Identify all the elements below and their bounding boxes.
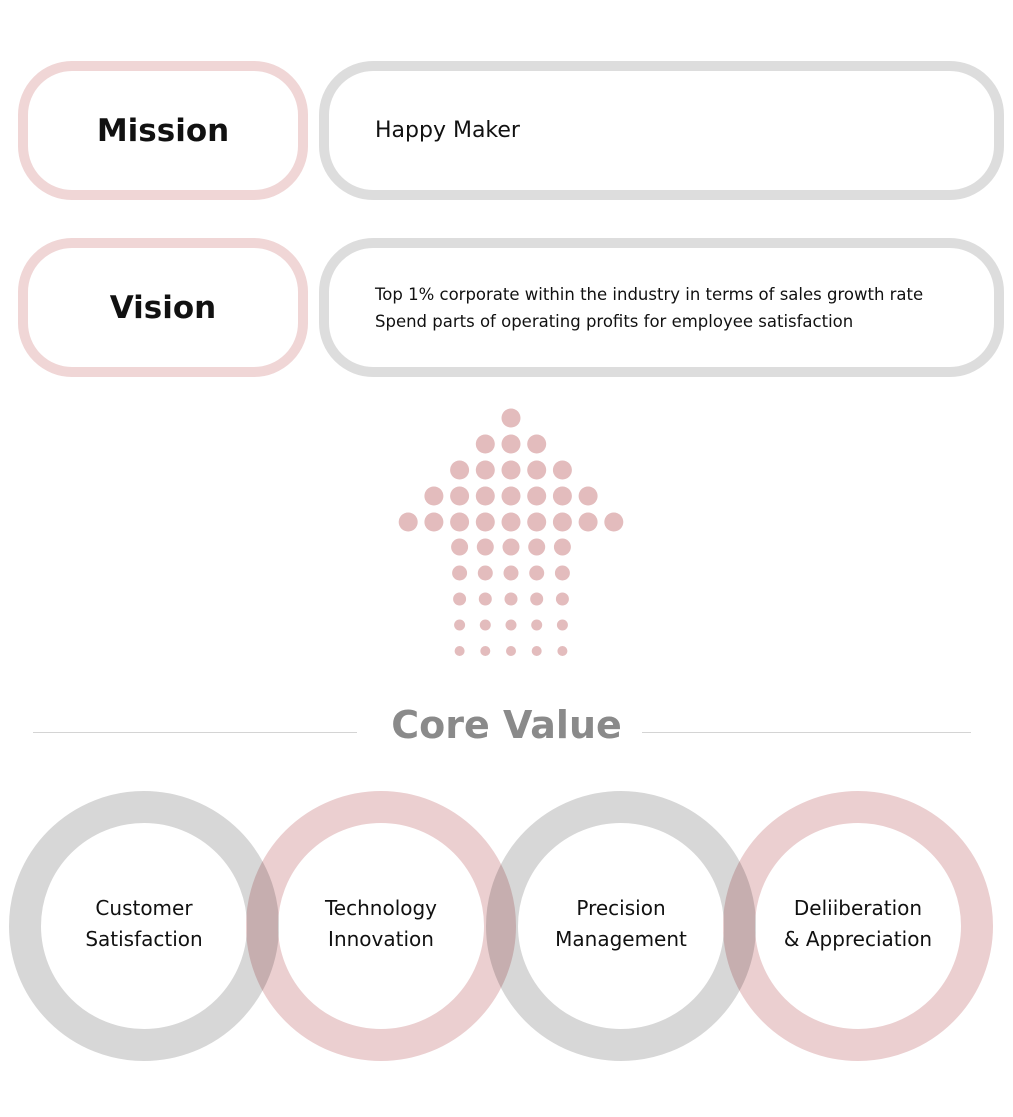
arrow-dot (529, 565, 545, 581)
core-value-item-4-line2: & Appreciation (783, 927, 933, 951)
arrow-dot (604, 512, 624, 532)
arrow-dot (506, 646, 516, 656)
arrow-dot (527, 512, 547, 532)
core-value-item-2-line1: Technology (324, 896, 438, 920)
arrow-dot (475, 512, 495, 532)
vision-line-1: Top 1% corporate within the industry in … (375, 284, 924, 304)
arrow-dot (501, 486, 521, 506)
arrow-dot (475, 460, 495, 480)
arrow-dot (554, 565, 570, 581)
arrow-dot (528, 538, 546, 556)
vision-label: Vision (109, 289, 217, 326)
core-value-item-3: Precision Management (511, 893, 731, 955)
vision-label-box: Vision (18, 238, 308, 377)
arrow-dot (578, 486, 598, 506)
arrow-dot (424, 486, 444, 506)
arrow-dot (503, 565, 519, 581)
arrow-dot (475, 486, 495, 506)
arrow-dot (454, 619, 466, 631)
upward-dot-arrow-icon (398, 408, 624, 656)
arrow-dot (451, 538, 469, 556)
arrow-dot (527, 486, 547, 506)
arrow-dot (454, 646, 465, 656)
arrow-dot (531, 619, 543, 631)
arrow-dot (502, 538, 520, 556)
arrow-dot (557, 646, 568, 656)
core-value-item-2: Technology Innovation (271, 893, 491, 955)
arrow-dot (424, 512, 444, 532)
arrow-dot (398, 512, 418, 532)
arrow-dot (505, 619, 517, 631)
arrow-dot (553, 538, 571, 556)
arrow-dot (452, 565, 468, 581)
arrow-dot (501, 460, 521, 480)
arrow-dot (555, 592, 569, 606)
arrow-dot (480, 646, 491, 656)
arrow-dot (478, 592, 492, 606)
arrow-dot (501, 434, 521, 454)
core-value-item-2-line2: Innovation (328, 927, 434, 951)
arrow-dot (479, 619, 491, 631)
arrow-dot (476, 538, 494, 556)
core-value-item-1-line2: Satisfaction (85, 927, 203, 951)
arrow-dot (475, 434, 495, 454)
core-value-ring-4 (723, 791, 993, 1061)
core-value-rings (9, 791, 993, 1061)
mission-text-box: Happy Maker (319, 61, 1004, 200)
arrow-dot (450, 486, 470, 506)
core-value-item-4: Deliiberation & Appreciation (748, 893, 968, 955)
mission-label: Mission (96, 112, 230, 149)
arrow-dot (501, 512, 521, 532)
core-value-item-3-line1: Precision (576, 896, 666, 920)
arrow-dot (531, 646, 542, 656)
mission-label-box: Mission (18, 61, 308, 200)
divider-right (642, 732, 971, 733)
arrow-dot (530, 592, 544, 606)
arrow-dot (527, 460, 547, 480)
arrow-dot (450, 460, 470, 480)
arrow-dot (504, 592, 518, 606)
core-value-item-3-line2: Management (555, 927, 687, 951)
arrow-dot (450, 512, 470, 532)
vision-line-2: Spend parts of operating profits for emp… (375, 311, 854, 331)
arrow-dot (578, 512, 598, 532)
vision-text-box: Top 1% corporate within the industry in … (319, 238, 1004, 377)
arrow-dot (552, 512, 572, 532)
arrow-dot (556, 619, 568, 631)
core-value-title: Core Value (391, 703, 622, 747)
mission-text: Happy Maker (375, 118, 520, 143)
core-value-item-1: Customer Satisfaction (34, 893, 254, 955)
core-value-item-1-line1: Customer (95, 896, 193, 920)
core-value-item-4-line1: Deliiberation (793, 896, 923, 920)
arrow-dot (477, 565, 493, 581)
arrow-dot (501, 408, 521, 428)
arrow-dot (552, 460, 572, 480)
arrow-dot (552, 486, 572, 506)
arrow-dot (527, 434, 547, 454)
divider-left (33, 732, 357, 733)
arrow-dot (453, 592, 467, 606)
